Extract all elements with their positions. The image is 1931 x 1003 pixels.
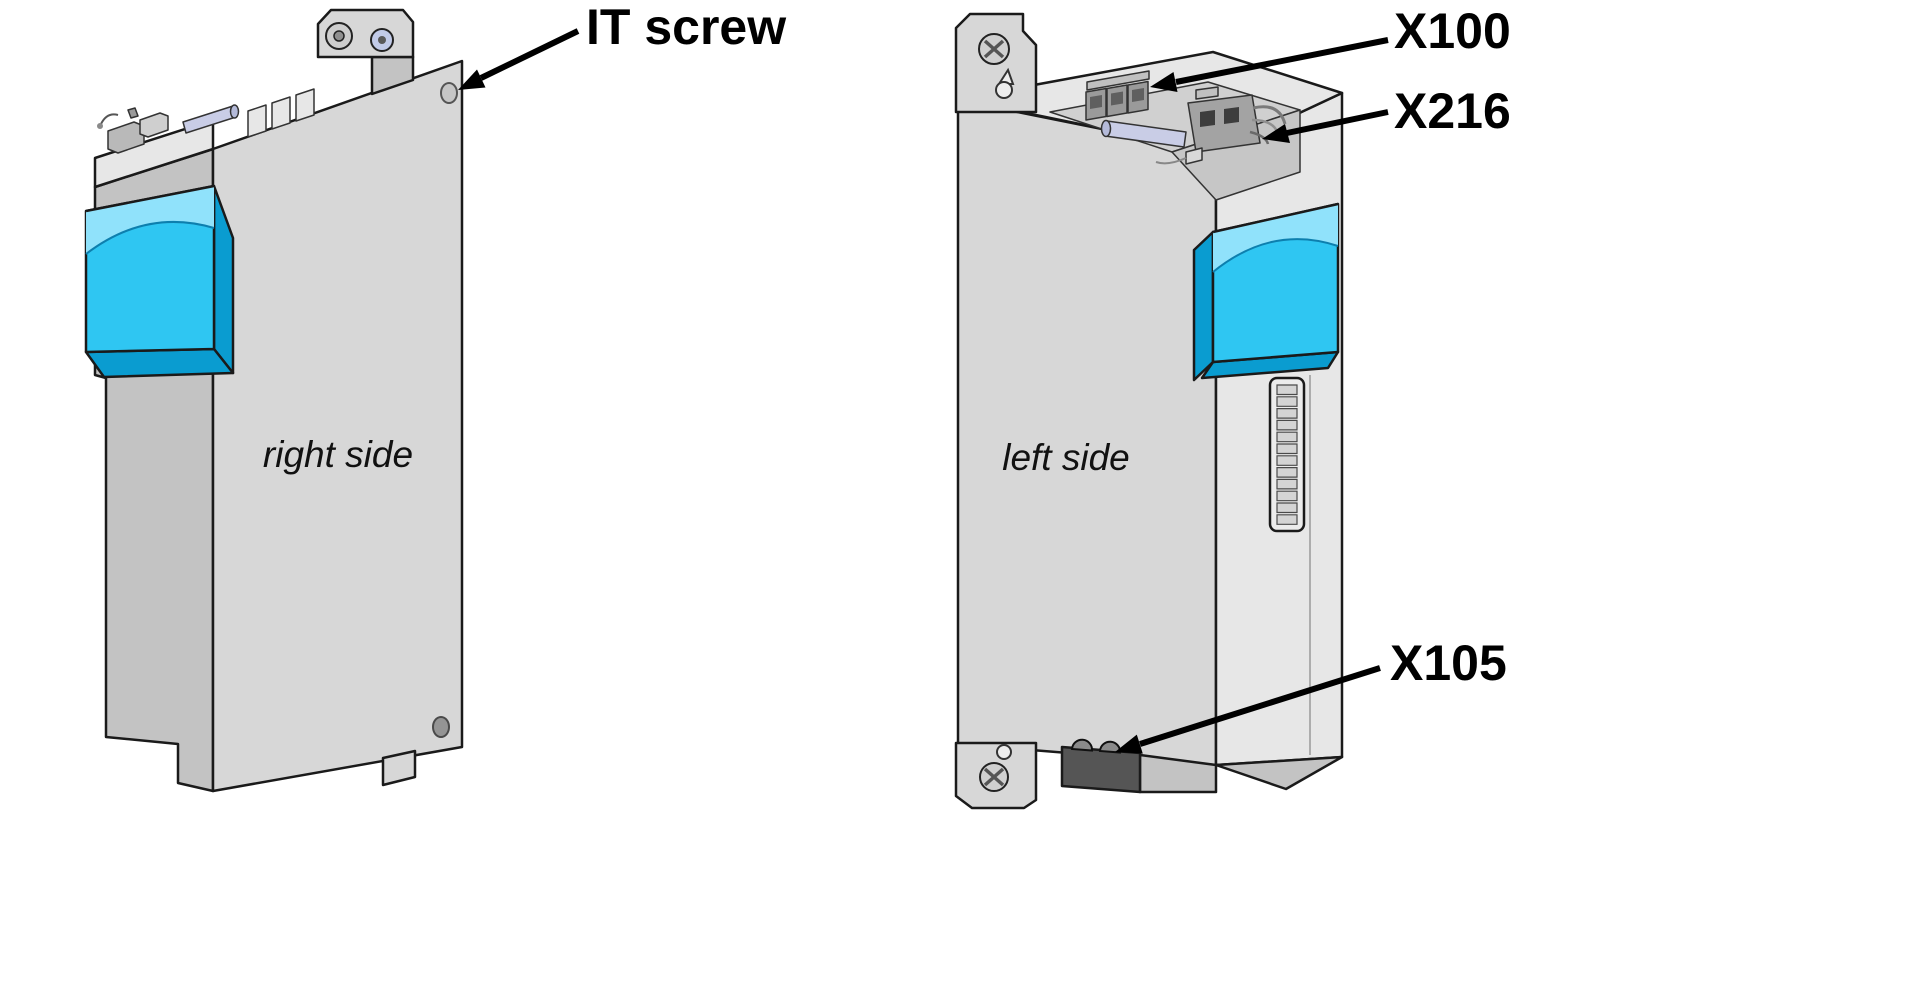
keyhole [995, 81, 1013, 99]
side-label-right-view: right side [263, 434, 413, 475]
module-main-face [956, 98, 1218, 767]
panel-side-face [1192, 230, 1215, 382]
cylinder-end [1100, 119, 1112, 138]
callout-x105: X105 [1115, 635, 1507, 754]
wire [100, 113, 119, 125]
callout-arrow-line [1175, 37, 1389, 85]
bottom-foot-slant [1214, 755, 1344, 791]
callout-label-x216: X216 [1394, 83, 1511, 139]
x216-hole [1200, 110, 1215, 127]
x216-side-piece [1185, 147, 1203, 165]
callout-arrow-line [1139, 665, 1381, 747]
callout-arrow-line [1286, 109, 1389, 136]
strip-pins [1276, 384, 1298, 525]
side-label-left-view: left side [1002, 437, 1130, 478]
keyhole [996, 744, 1012, 760]
x105-body [1060, 745, 1142, 794]
mounting-bracket-top-left [954, 12, 1038, 114]
panel-bottom-face [84, 347, 235, 379]
x216-top-tab [1195, 86, 1219, 100]
callout-label-it-screw: IT screw [586, 0, 786, 55]
panel-top-band [1213, 204, 1338, 272]
callout-arrowhead [458, 69, 486, 90]
front-panel [84, 184, 235, 379]
x216-hole [1224, 107, 1239, 124]
x216-wire [1252, 105, 1287, 125]
bottom-screw-hole [432, 716, 450, 738]
module-bottom-tab [381, 749, 417, 787]
signal-connector-strip [1268, 376, 1306, 533]
top-edge-tabs [247, 88, 315, 138]
panel-top-edge [85, 184, 215, 213]
callout-it-screw: IT screw [458, 0, 786, 90]
panel-curve-line [85, 221, 215, 255]
panel-top-band [86, 186, 214, 254]
x216-wire [1155, 157, 1187, 165]
connector-x100 [1085, 70, 1150, 121]
x100-terminal-hole [1132, 88, 1144, 102]
screw-cross [983, 39, 1005, 59]
mounting-bracket-top [316, 8, 415, 96]
top-cylinder-component [182, 104, 240, 134]
it-screw-hole [440, 82, 458, 104]
connector-x105 [1060, 738, 1142, 794]
callout-label-x105: X105 [1390, 635, 1507, 691]
connector-x216 [1155, 86, 1287, 165]
bracket-screw-center [333, 30, 345, 42]
x105-bump [1070, 738, 1094, 752]
module-left-side-view: left side [954, 12, 1344, 810]
callout-arrowhead [1115, 734, 1143, 754]
callout-arrowhead [1262, 124, 1290, 143]
cylinder-end [229, 104, 240, 119]
callout-arrow-line [479, 28, 580, 81]
edge-tab [247, 104, 267, 138]
cylinder-component [1100, 119, 1187, 148]
bracket-washer-center [378, 36, 386, 44]
wire-end [97, 123, 103, 129]
module-right-side-view: right side [84, 8, 464, 793]
callout-arrowhead [1150, 72, 1178, 92]
callout-x216: X216 [1262, 83, 1511, 143]
edge-tab [271, 96, 291, 130]
module-main-face [211, 59, 464, 793]
terminal-block [107, 121, 145, 154]
x100-back-rail [1086, 70, 1150, 91]
mounting-bracket-bottom-left [954, 741, 1038, 810]
panel-top-edge [1212, 202, 1339, 234]
terminal-block [139, 112, 169, 138]
callout-x100: X100 [1150, 3, 1511, 92]
x216-wire [1249, 130, 1270, 145]
callout-label-x100: X100 [1394, 3, 1511, 59]
front-panel [1192, 202, 1340, 382]
edge-tab [295, 88, 315, 122]
x100-terminal-hole [1090, 95, 1102, 109]
panel-curve-line [1212, 238, 1339, 273]
screw-cross [983, 767, 1005, 787]
x100-terminal-hole [1111, 91, 1123, 106]
terminal-pin [127, 107, 139, 119]
top-terminal-components [97, 107, 169, 154]
